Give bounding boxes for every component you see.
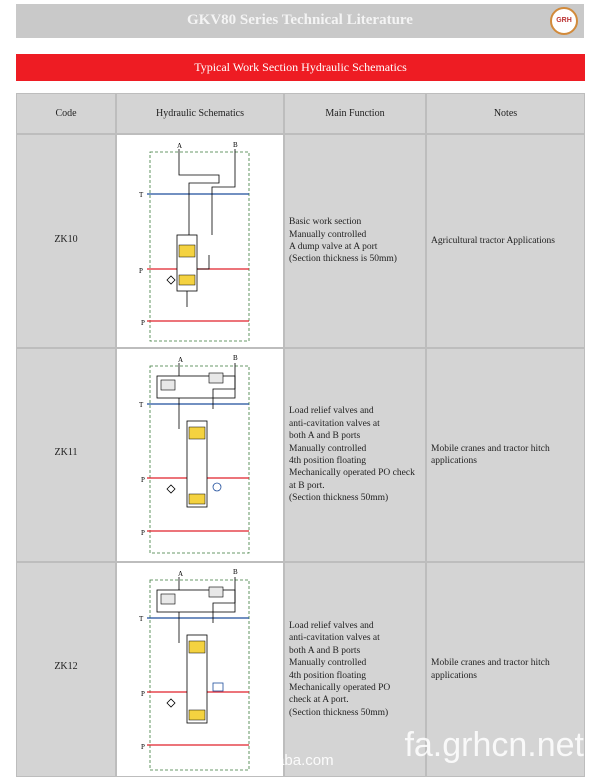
svg-text:P: P xyxy=(141,319,145,327)
row-function-zk12: Load relief valves and anti-cavitation v… xyxy=(285,563,425,776)
grh-logo-icon: GRH xyxy=(550,7,578,35)
svg-text:B: B xyxy=(233,141,238,149)
document-header: GKV80 Series Technical Literature GRH xyxy=(16,4,584,38)
column-header-schematics: Hydraulic Schematics xyxy=(117,94,283,133)
logo-text: GRH xyxy=(556,17,572,24)
hydraulic-schematic-diagram: A B T P P xyxy=(139,568,250,771)
table-row-code: ZK11 xyxy=(17,349,115,561)
svg-text:T: T xyxy=(139,191,144,199)
svg-text:P: P xyxy=(141,529,145,537)
svg-text:P: P xyxy=(141,690,145,698)
row-function-zk11: Load relief valves and anti-cavitation v… xyxy=(285,349,425,561)
svg-text:B: B xyxy=(233,354,238,362)
watermark-main: fa.grhcn.net xyxy=(404,726,584,764)
row-notes-zk10: Agricultural tractor Applications xyxy=(427,135,584,347)
schematic-zk12: A B T P P xyxy=(117,563,283,776)
svg-text:T: T xyxy=(139,401,144,409)
svg-text:T: T xyxy=(139,615,144,623)
schematic-zk10: A B T P P xyxy=(117,135,283,347)
document-title: GKV80 Series Technical Literature xyxy=(187,12,413,28)
svg-text:A: A xyxy=(177,142,182,150)
watermark-sub: guorui.en.alibaba.com xyxy=(186,752,334,769)
column-header-code: Code xyxy=(17,94,115,133)
svg-text:P: P xyxy=(141,476,145,484)
schematic-zk11: A B T P P xyxy=(117,349,283,561)
column-header-notes: Notes xyxy=(427,94,584,133)
svg-text:A: A xyxy=(178,570,183,578)
hydraulic-schematic-diagram: A B T P P xyxy=(139,354,250,554)
section-banner: Typical Work Section Hydraulic Schematic… xyxy=(16,54,585,81)
hydraulic-schematic-diagram: A B T P P xyxy=(139,141,250,342)
table-row-code: ZK10 xyxy=(17,135,115,347)
schematics-table: Code Hydraulic Schematics Main Function … xyxy=(16,93,585,777)
row-notes-zk12: Mobile cranes and tractor hitch applicat… xyxy=(427,563,584,776)
table-row-code: ZK12 xyxy=(17,563,115,776)
svg-text:A: A xyxy=(178,356,183,364)
svg-text:P: P xyxy=(141,743,145,751)
row-notes-zk11: Mobile cranes and tractor hitch applicat… xyxy=(427,349,584,561)
row-function-zk10: Basic work section Manually controlled A… xyxy=(285,135,425,347)
svg-text:P: P xyxy=(139,267,143,275)
column-header-function: Main Function xyxy=(285,94,425,133)
svg-text:B: B xyxy=(233,568,238,576)
